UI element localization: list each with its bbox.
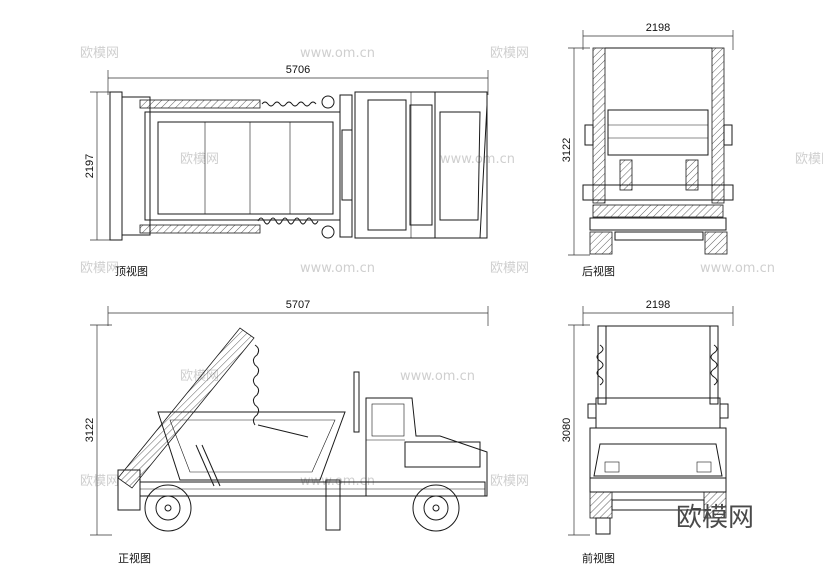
svg-text:欧模网: 欧模网	[80, 46, 119, 61]
svg-text:www.om.cn: www.om.cn	[400, 369, 475, 384]
top-view-caption: 顶视图	[115, 264, 148, 278]
svg-text:www.om.cn: www.om.cn	[300, 261, 375, 276]
front-view-caption: 前视图	[582, 551, 615, 565]
svg-text:欧模网: 欧模网	[80, 261, 119, 276]
svg-text:欧模网: 欧模网	[80, 474, 119, 489]
brand-watermark: 欧模网	[676, 503, 754, 533]
svg-text:www.om.cn: www.om.cn	[700, 261, 775, 276]
side-view-height-dim: 3122	[84, 418, 96, 442]
side-view-width-dim: 5707	[286, 299, 310, 311]
front-view-height-dim: 3080	[561, 418, 573, 442]
side-view: 5707 3122	[84, 299, 489, 536]
svg-text:欧模网: 欧模网	[490, 474, 529, 489]
top-view-height-dim: 2197	[84, 154, 96, 178]
top-view-width-dim: 5706	[286, 64, 310, 76]
side-view-caption: 正视图	[118, 551, 151, 565]
svg-text:www.om.cn: www.om.cn	[300, 46, 375, 61]
svg-text:www.om.cn: www.om.cn	[440, 152, 515, 167]
svg-text:欧模网: 欧模网	[490, 261, 529, 276]
rear-view-height-dim: 3122	[561, 138, 573, 162]
rear-view-width-dim: 2198	[646, 22, 670, 34]
rear-view-caption: 后视图	[582, 264, 615, 278]
svg-text:欧模网: 欧模网	[795, 152, 823, 167]
front-view-width-dim: 2198	[646, 299, 670, 311]
rear-view: 2198 3122	[561, 22, 734, 256]
svg-text:欧模网: 欧模网	[180, 152, 219, 167]
top-view: 5706 2197	[84, 64, 489, 241]
svg-text:欧模网: 欧模网	[490, 46, 529, 61]
front-view: 2198 3080	[561, 299, 734, 536]
